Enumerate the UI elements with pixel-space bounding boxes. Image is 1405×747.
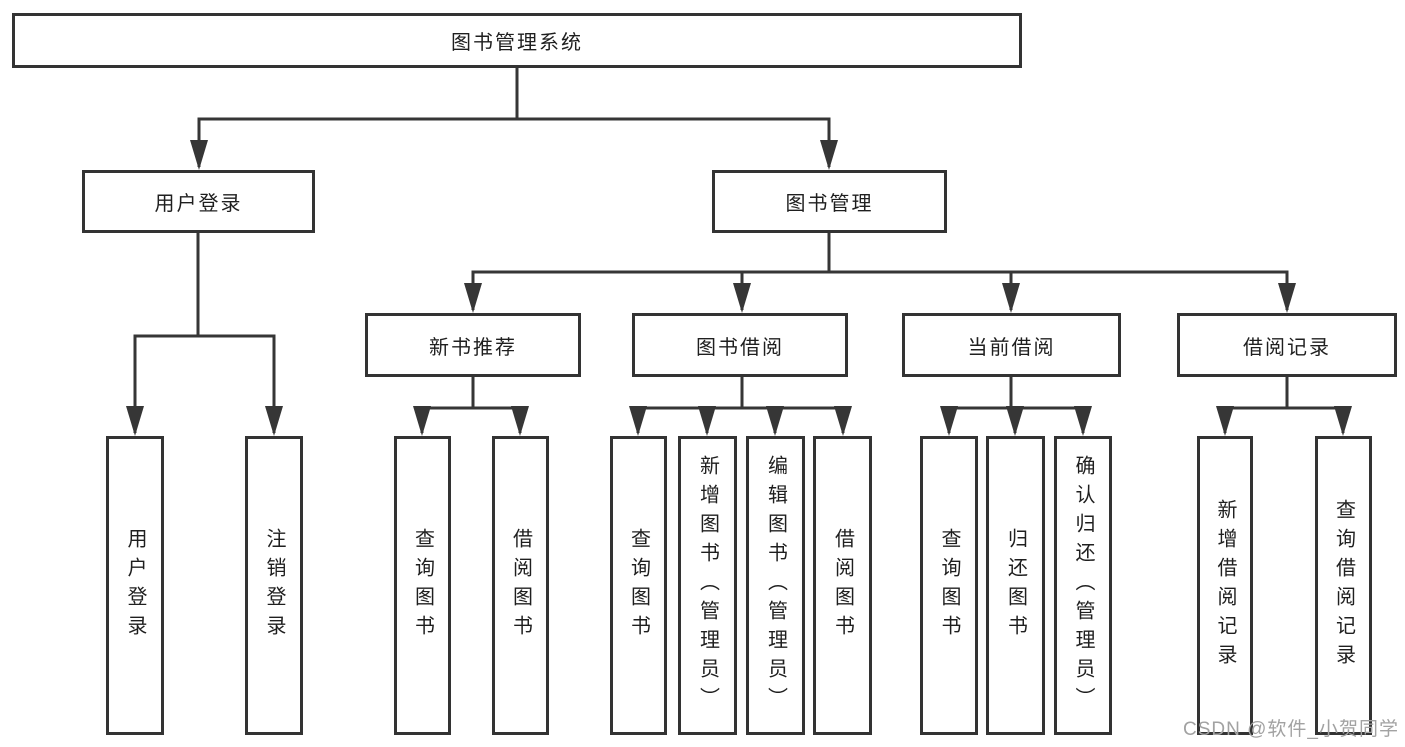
node-new-book-recommend-label: 新书推荐 <box>429 336 517 359</box>
leaf-borrowing-query-book-label: 查询图书 <box>627 527 650 644</box>
leaf-borrowing-borrow-book: 借阅图书 <box>813 436 872 735</box>
leaf-recommend-borrow-book-label: 借阅图书 <box>509 527 532 644</box>
csdn-watermark: CSDN @软件_小贺同学 <box>1183 719 1399 740</box>
node-new-book-recommend: 新书推荐 <box>365 313 581 377</box>
leaf-records-query-record-label: 查询借阅记录 <box>1332 498 1355 673</box>
leaf-current-confirm-return-admin: 确认归还（管理员） <box>1054 436 1112 735</box>
node-borrowing-records: 借阅记录 <box>1177 313 1397 377</box>
leaf-borrowing-edit-book-admin-label: 编辑图书（管理员） <box>764 455 787 716</box>
connector-book-borrow-children <box>629 377 852 436</box>
node-book-management-label: 图书管理 <box>785 193 874 215</box>
connector-current-borrow-children <box>940 377 1092 436</box>
leaf-logout-label: 注销登录 <box>263 527 285 644</box>
connector-new-book-rec-children <box>413 377 529 436</box>
node-library-system-label: 图书管理系统 <box>451 32 583 54</box>
node-current-borrowing: 当前借阅 <box>902 313 1121 377</box>
node-book-borrowing-label: 图书借阅 <box>696 336 784 359</box>
leaf-records-add-record: 新增借阅记录 <box>1197 436 1253 735</box>
node-borrowing-records-label: 借阅记录 <box>1243 336 1331 359</box>
leaf-recommend-query-book-label: 查询图书 <box>411 527 434 644</box>
node-user-login: 用户登录 <box>82 170 315 233</box>
leaf-records-query-record: 查询借阅记录 <box>1315 436 1372 735</box>
leaf-current-return-book: 归还图书 <box>986 436 1045 735</box>
node-book-borrowing: 图书借阅 <box>632 313 848 377</box>
leaf-borrowing-add-book-admin-label: 新增图书（管理员） <box>696 455 719 716</box>
connector-borrow-records-children <box>1216 377 1352 436</box>
leaf-borrowing-query-book: 查询图书 <box>610 436 667 735</box>
leaf-logout: 注销登录 <box>245 436 303 735</box>
connector-book-mgmt-children <box>464 233 1296 313</box>
connector-root-to-level2 <box>190 68 838 170</box>
node-current-borrowing-label: 当前借阅 <box>967 336 1056 359</box>
leaf-current-return-book-label: 归还图书 <box>1004 527 1027 644</box>
leaf-borrowing-add-book-admin: 新增图书（管理员） <box>678 436 737 735</box>
leaf-current-query-book: 查询图书 <box>920 436 978 735</box>
leaf-user-login: 用户登录 <box>106 436 164 735</box>
connector-user-login-children <box>126 233 283 436</box>
leaf-borrowing-borrow-book-label: 借阅图书 <box>831 527 854 644</box>
node-library-system: 图书管理系统 <box>12 13 1022 68</box>
node-user-login-label: 用户登录 <box>154 193 243 215</box>
leaf-recommend-borrow-book: 借阅图书 <box>492 436 549 735</box>
leaf-user-login-label: 用户登录 <box>124 527 146 644</box>
leaf-records-add-record-label: 新增借阅记录 <box>1214 498 1236 673</box>
leaf-borrowing-edit-book-admin: 编辑图书（管理员） <box>746 436 805 735</box>
node-book-management: 图书管理 <box>712 170 947 233</box>
leaf-current-confirm-return-admin-label: 确认归还（管理员） <box>1072 455 1094 716</box>
leaf-recommend-query-book: 查询图书 <box>394 436 451 735</box>
leaf-current-query-book-label: 查询图书 <box>938 527 960 644</box>
